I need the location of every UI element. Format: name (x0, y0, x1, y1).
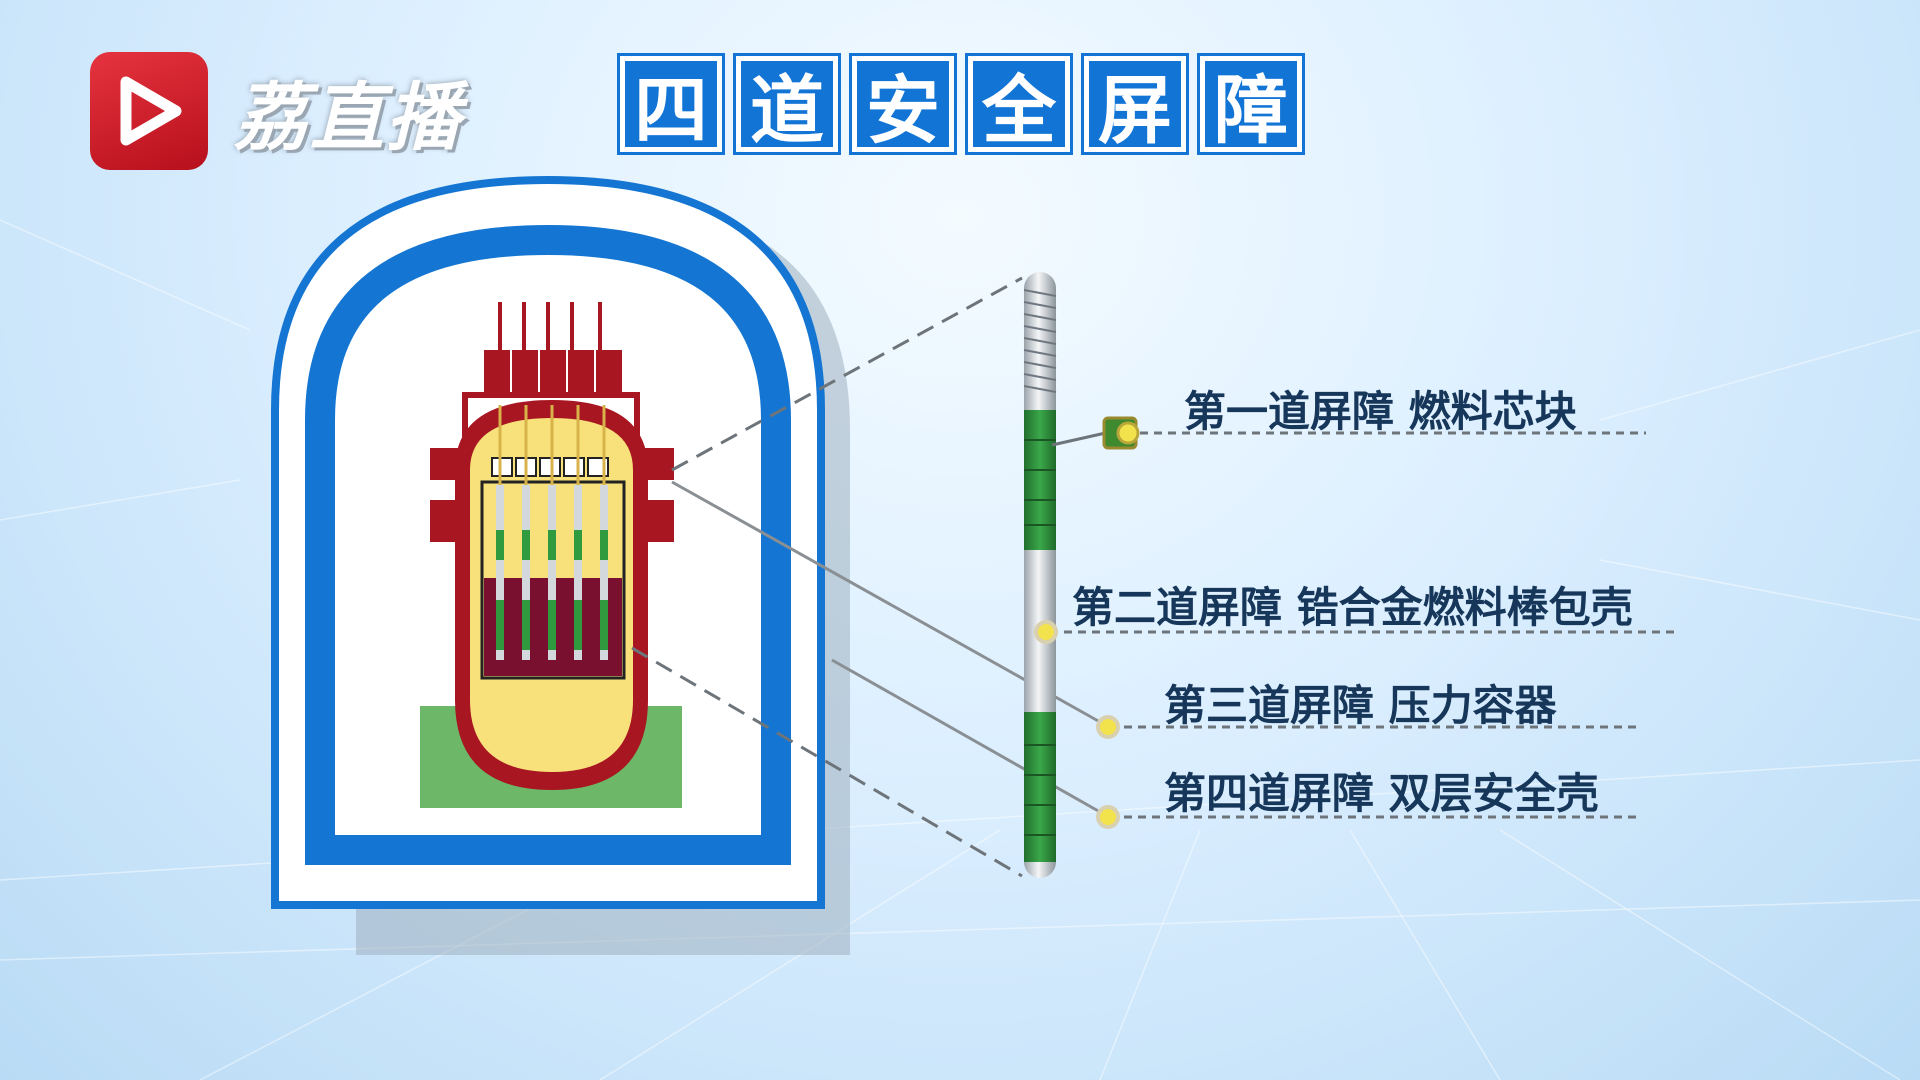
title-char: 障 (1200, 56, 1302, 154)
barrier-label-2: 第二道屏障 锆合金燃料棒包壳 (1072, 583, 1633, 632)
title-char: 安 (852, 56, 954, 154)
barrier-label-4: 第四道屏障 双层安全壳 (1164, 769, 1599, 818)
zoom-lines (631, 276, 1023, 878)
inner-containment (305, 224, 791, 865)
reactor-core (480, 405, 626, 680)
leader-lines (1050, 431, 1674, 819)
title-char: 屏 (1084, 56, 1186, 154)
title-char: 道 (736, 56, 838, 154)
barrier-label-1: 第一道屏障 燃料芯块 (1184, 387, 1577, 436)
control-rod-drives (462, 302, 640, 437)
title-char: 全 (968, 56, 1070, 154)
markers (1034, 421, 1140, 829)
barrier-label-3: 第三道屏障 压力容器 (1164, 681, 1557, 730)
fuel-rod (1023, 272, 1057, 878)
logo: 荔直播 (90, 52, 462, 170)
page-title: 四 道 安 全 屏 障 (620, 56, 1302, 154)
play-icon (90, 52, 208, 170)
title-char: 四 (620, 56, 722, 154)
logo-text: 荔直播 (234, 74, 462, 161)
